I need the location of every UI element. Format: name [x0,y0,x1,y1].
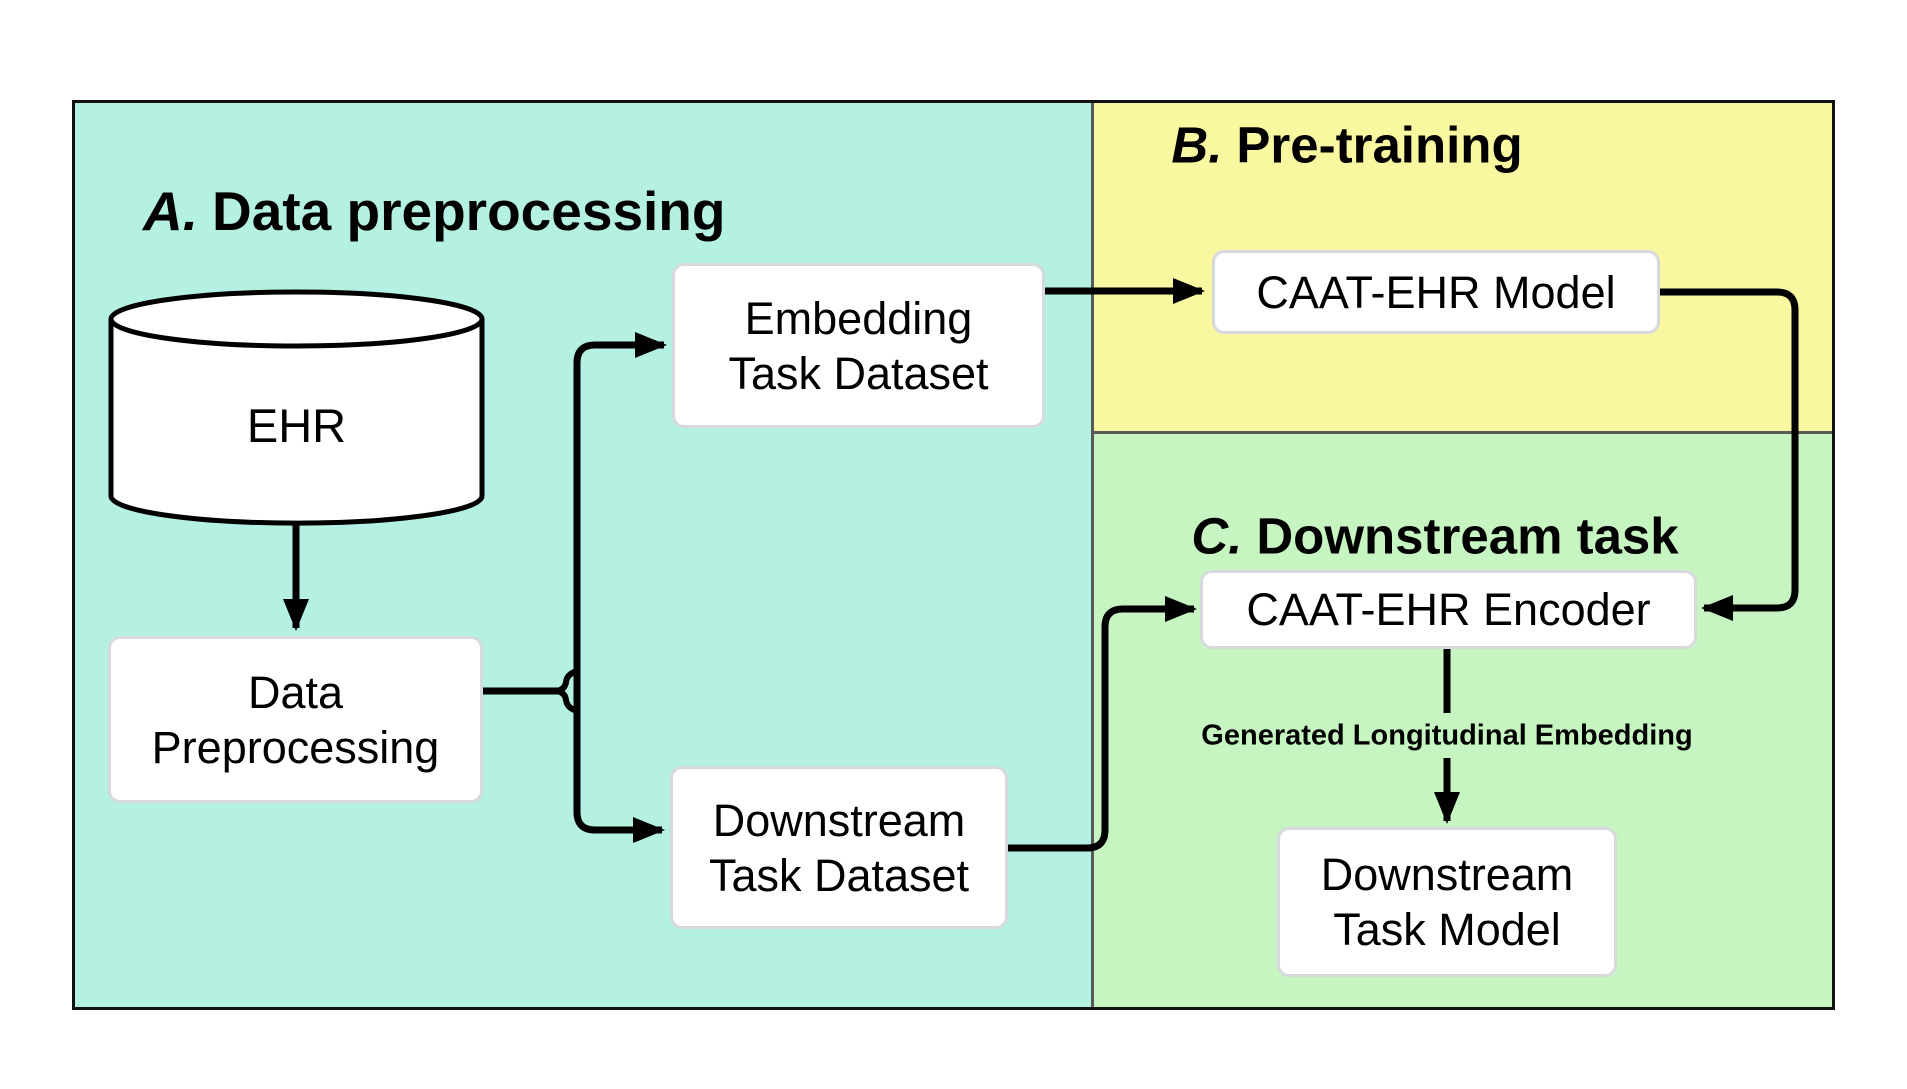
node-data-preprocessing-line1: Data [247,666,344,718]
section-b-letter: B. [1171,116,1223,174]
node-caat-ehr-model: CAAT-EHR Model [1212,250,1660,334]
node-caat-ehr-encoder: CAAT-EHR Encoder [1200,570,1697,649]
node-embedding-task-dataset: Embedding Task Dataset [672,263,1045,428]
node-downstream-task-dataset: Downstream Task Dataset [670,766,1008,929]
node-embedding-task-dataset-line2: Task Dataset [728,347,989,399]
section-c-letter: C. [1191,507,1243,565]
node-embedding-task-dataset-line1: Embedding [744,292,973,344]
branch-brace-junction [555,668,578,714]
node-data-preprocessing-line2: Preprocessing [151,721,440,773]
node-downstream-task-model: Downstream Task Model [1277,827,1617,977]
node-downstream-task-dataset-line2: Task Dataset [708,849,970,901]
node-data-preprocessing: Data Preprocessing [108,636,483,803]
node-caat-ehr-encoder-label: CAAT-EHR Encoder [1246,584,1651,635]
section-c-heading: C.Downstream task [1191,511,1678,562]
section-a-title: Data preprocessing [212,180,726,242]
node-ehr-label: EHR [246,398,347,452]
edge-branch-to-embedding-dataset [573,332,667,691]
edge-branch-to-downstream-dataset [573,691,665,843]
node-downstream-task-model-line2: Task Model [1333,904,1561,955]
section-b-title: Pre-training [1236,116,1523,174]
node-downstream-task-dataset-line1: Downstream [712,794,966,846]
node-ehr: EHR [108,390,485,460]
edge-label-generated-longitudinal-embedding: Generated Longitudinal Embedding [1201,719,1693,752]
edge-model-to-encoder [1660,288,1799,621]
edge-downstream-dataset-to-encoder [1008,596,1197,852]
section-c-title: Downstream task [1256,507,1679,565]
section-b-heading: B.Pre-training [1171,120,1522,171]
section-a-letter: A. [143,180,198,242]
node-downstream-task-model-line1: Downstream [1320,849,1574,900]
section-a-heading: A.Data preprocessing [143,184,726,239]
node-caat-ehr-model-label: CAAT-EHR Model [1256,266,1616,318]
